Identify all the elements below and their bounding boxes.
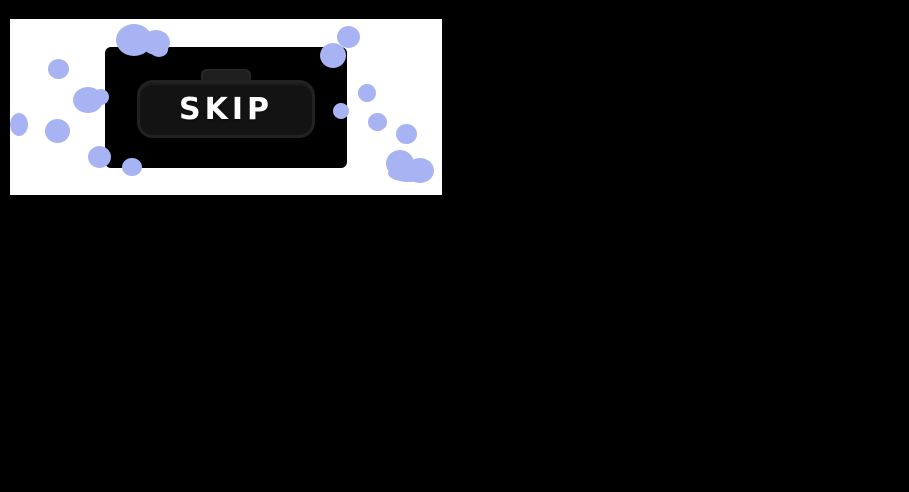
drawing-canvas[interactable]: SKIP [10,19,442,195]
skip-button-label: SKIP [178,91,273,127]
skip-button[interactable]: SKIP [137,80,315,138]
skip-panel: SKIP [105,47,347,168]
